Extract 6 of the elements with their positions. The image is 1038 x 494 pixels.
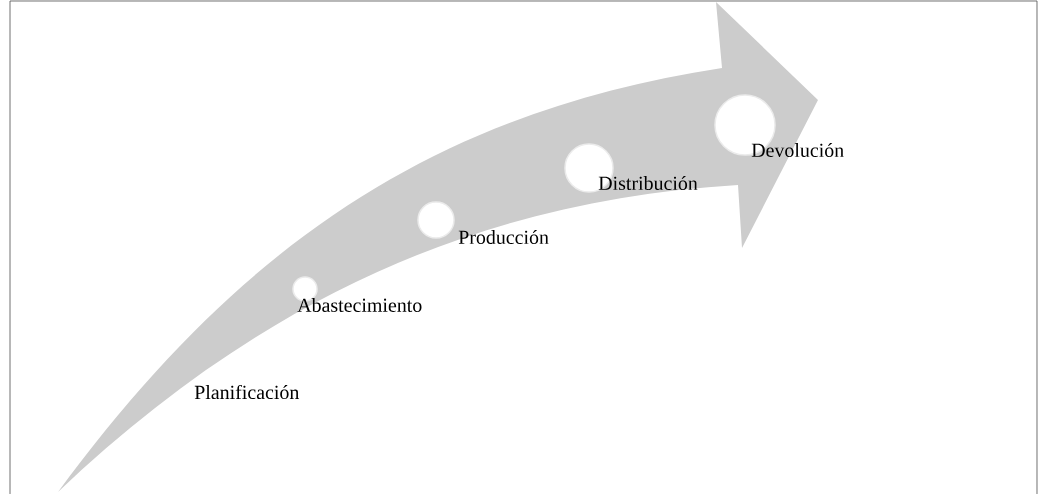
step-label: Devolución	[751, 142, 844, 157]
step-label: Abastecimiento	[297, 298, 422, 312]
step-label: Planificación	[194, 384, 300, 400]
step-label: Producción	[458, 229, 549, 244]
step-label: Distribución	[598, 175, 698, 190]
circle-marker	[417, 201, 455, 239]
